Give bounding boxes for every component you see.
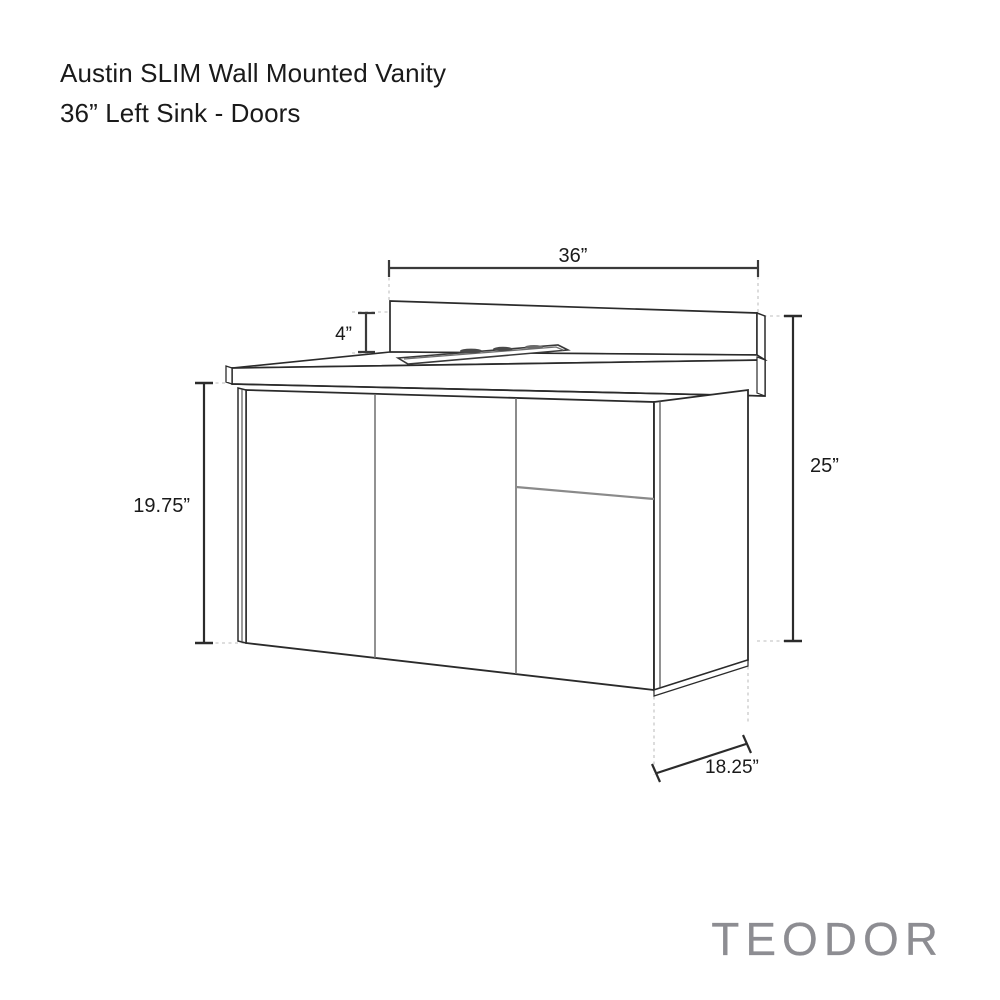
page-title-line-2: 36” Left Sink - Doors xyxy=(60,98,301,128)
title-block: Austin SLIM Wall Mounted Vanity 36” Left… xyxy=(60,53,680,133)
dimension-backsplash-height: 4” xyxy=(335,311,375,354)
countertop-bottom-edge xyxy=(231,383,766,397)
countertop-left-end xyxy=(225,365,233,385)
dimension-label-depth: 18.25” xyxy=(705,757,759,778)
faucet-hole-icon xyxy=(460,348,482,354)
countertop-right-end xyxy=(756,356,766,397)
cabinet-front-face xyxy=(245,389,655,692)
cabinet-right-side-panel xyxy=(653,388,749,692)
dimension-label-backsplash: 4” xyxy=(335,324,352,345)
dimension-tick-depth-front xyxy=(650,763,662,783)
backsplash xyxy=(389,300,766,362)
faucet-hole-tertiary-icon xyxy=(525,345,543,349)
dimension-label-cabinet-height: 19.75” xyxy=(133,495,190,517)
dimension-line-depth xyxy=(656,742,747,775)
countertop xyxy=(225,351,768,397)
dimension-label-width: 36” xyxy=(559,245,588,267)
page-title-line-1: Austin SLIM Wall Mounted Vanity xyxy=(60,58,447,88)
backsplash-face xyxy=(389,300,758,356)
sink-basin xyxy=(395,344,571,365)
dimension-width: 36” xyxy=(387,245,760,277)
dimension-cabinet-height: 19.75” xyxy=(133,381,213,645)
cabinet-box xyxy=(237,387,749,697)
dimension-tick-depth-back xyxy=(741,734,753,754)
backsplash-right-edge xyxy=(756,311,766,362)
dimension-label-overall-height: 25” xyxy=(810,455,839,477)
faucet-hole-secondary-icon xyxy=(493,346,513,352)
dimension-overall-height: 25” xyxy=(784,314,839,643)
dimension-depth: 18.25” xyxy=(650,734,759,783)
sink-inner-edge xyxy=(403,346,564,360)
cabinet-bottom-underside xyxy=(653,659,749,697)
brand-logo: TEODOR xyxy=(711,913,944,965)
drawer-seam-horizontal xyxy=(515,485,655,501)
